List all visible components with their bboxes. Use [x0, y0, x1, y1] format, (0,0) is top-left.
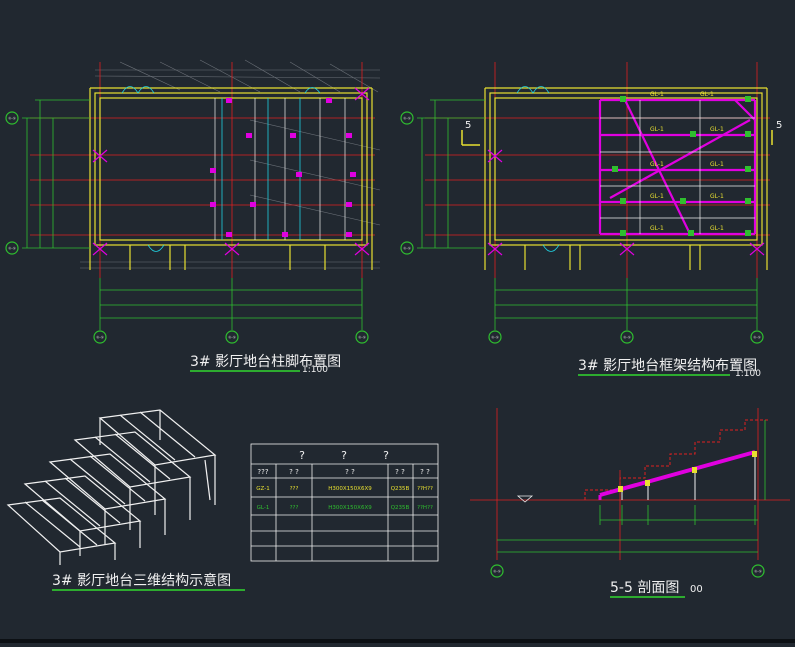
grid-bubble-label: ①-① [753, 336, 761, 340]
column-plan-title: 3# 影厅地台柱脚布置图 [190, 354, 341, 370]
table-cell: Q235B [391, 505, 410, 511]
grid-bubble-label: ①-① [358, 336, 366, 340]
table-cell: GL-1 [257, 505, 270, 511]
ground-level-symbol [516, 495, 534, 503]
member-label: GL-1 [710, 126, 724, 133]
section-title: 5-5 剖面图 [610, 580, 679, 596]
grid-bubbles [490, 564, 765, 578]
frame-secondary [600, 100, 755, 234]
table-cell: ??? [290, 486, 299, 492]
table-cell: ??H?? [417, 505, 433, 511]
table-column-header: ? ? [345, 468, 355, 476]
section-nodes [618, 451, 757, 492]
member-label: GL-1 [710, 161, 724, 168]
section-mark: 5 5 [461, 120, 782, 146]
member-label: GL-1 [650, 225, 664, 232]
walls [484, 87, 768, 270]
member-label: GL-1 [710, 193, 724, 200]
member-label: GL-1 [650, 161, 664, 168]
grid-bubble-label: ①-① [493, 570, 501, 574]
member-table: ? ? ? ??? ? ? ? ? ? ? ? ? GZ-1 ??? H300X… [250, 443, 439, 562]
grid-bubbles [400, 111, 764, 344]
member-label: GL-1 [700, 91, 714, 98]
dimension-lines [22, 99, 363, 330]
section-mark-label: 5 [776, 120, 782, 131]
grid-bubble-label: ①-① [8, 117, 16, 121]
table-column-header: ? ? [395, 468, 405, 476]
dimension-lines [497, 420, 766, 553]
grid-bubble-label: ①-① [491, 336, 499, 340]
door-swings [516, 86, 560, 252]
section-mark-label: 5 [465, 120, 471, 131]
door-swings [121, 86, 321, 252]
grid-bubble-label: ①-① [403, 247, 411, 251]
frame-structure-plan: GL-1 GL-1 GL-1 GL-1 GL-1 GL-1 GL-1 GL-1 … [400, 62, 782, 379]
axis-lines [470, 408, 790, 560]
frame-plan-title: 3# 影厅地台框架结构布置图 [578, 358, 757, 374]
table-header-top: ? [341, 449, 347, 462]
grid-bubble-label: ①-① [403, 117, 411, 121]
step-outline [584, 419, 770, 500]
member-label: GL-1 [650, 91, 664, 98]
bottom-edge [0, 639, 795, 643]
axonometric-3d-view [6, 409, 217, 565]
table-cell: ??? [290, 505, 299, 511]
frame-beams [598, 98, 757, 236]
dimension-lines [417, 99, 758, 330]
table-cell: H300X150X6X9 [328, 486, 372, 492]
table-cell: Q235B [391, 486, 410, 492]
corner-columns [92, 87, 370, 256]
table-cell: ??H?? [417, 486, 433, 492]
section-scale: 00 [690, 584, 703, 595]
grid-bubble-label: ①-① [8, 247, 16, 251]
table-column-header: ? ? [420, 468, 430, 476]
axonometric-title: 3# 影厅地台三维结构示意图 [52, 572, 231, 589]
interior-lines [214, 98, 346, 240]
column-plan-scale: 1:100 [302, 365, 328, 375]
grid-bubble-label: ①-① [754, 570, 762, 574]
grid-bubble-label: ①-① [96, 336, 104, 340]
member-label: GL-1 [710, 225, 724, 232]
table-column-header: ? ? [289, 468, 299, 476]
table-header-top: ? [383, 449, 389, 462]
grid-bubble-label: ①-① [623, 336, 631, 340]
member-label: GL-1 [650, 193, 664, 200]
walls [89, 87, 373, 270]
corner-columns [487, 149, 765, 256]
grid-bubbles [5, 111, 369, 344]
section-5-5: ①-① ①-① 5-5 剖面图 00 [470, 408, 790, 598]
grid-bubble-label: ①-① [228, 336, 236, 340]
raked-beam [599, 450, 756, 497]
column-markers [210, 98, 356, 237]
table-cell: GZ-1 [256, 486, 269, 492]
axis-lines [30, 62, 375, 278]
table-header-top: ? [299, 449, 305, 462]
cyan-lines [221, 98, 301, 240]
member-label: GL-1 [650, 126, 664, 133]
frame-plan-scale: 1:100 [735, 369, 761, 379]
table-cell: H300X150X6X9 [328, 505, 372, 511]
column-foot-plan: ①-① ①-① ①-① ①-① ①-① 3# 影厅地台柱脚布置图 1:100 [5, 59, 381, 375]
table-column-header: ??? [257, 468, 268, 476]
frame-nodes [612, 96, 751, 236]
